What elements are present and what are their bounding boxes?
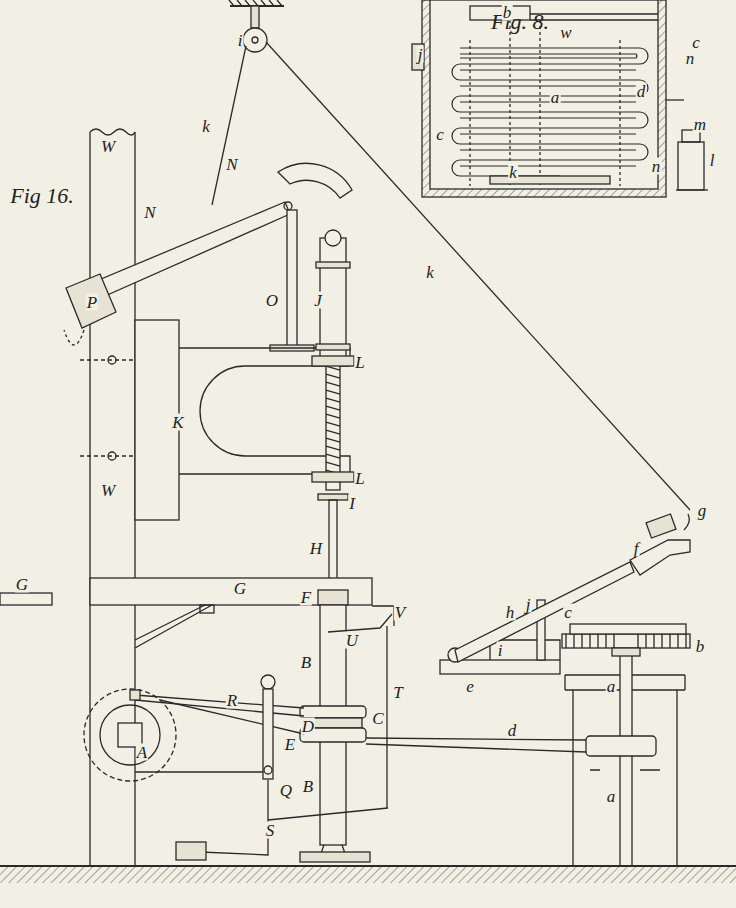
part-letter: J [313, 292, 323, 309]
part-letter: C [371, 710, 384, 727]
part-letter: L [354, 354, 365, 371]
part-letter: D [301, 718, 315, 735]
part-letter: i [497, 642, 504, 659]
part-letter: L [354, 470, 365, 487]
part-letter: c [691, 34, 701, 51]
part-letter: j [417, 46, 424, 63]
part-letter: k [425, 264, 435, 281]
part-letter: G [233, 580, 247, 597]
part-letter: n [685, 50, 696, 67]
part-letter: H [309, 540, 323, 557]
part-letter: B [302, 778, 314, 795]
part-letter: f [633, 540, 640, 557]
part-letter: k [201, 118, 211, 135]
part-letter: F [300, 589, 312, 606]
part-letter: Q [279, 782, 293, 799]
part-letter: i [237, 32, 244, 49]
part-letter: m [693, 116, 707, 133]
figure-title: Fig 16. [9, 185, 75, 207]
part-letter: d [636, 83, 647, 100]
part-letter: K [171, 414, 184, 431]
part-letter: V [394, 604, 406, 621]
part-letter: E [284, 736, 296, 753]
part-letter: c [563, 604, 573, 621]
part-letter: l [709, 152, 716, 169]
part-letter: R [226, 692, 238, 709]
part-letter: e [465, 678, 475, 695]
part-letter: c [435, 126, 445, 143]
part-letter: b [695, 638, 706, 655]
part-letter: S [265, 822, 276, 839]
part-letter: a [606, 678, 617, 695]
part-letter: N [143, 204, 156, 221]
part-letter: N [225, 156, 238, 173]
part-letter: d [507, 722, 518, 739]
part-letter: W [100, 138, 116, 155]
part-letter: w [559, 24, 572, 41]
part-letter: B [300, 654, 312, 671]
part-letter: I [348, 495, 356, 512]
part-letter: A [136, 744, 148, 761]
part-letter: G [15, 576, 29, 593]
part-letter: n [651, 158, 662, 175]
part-letter: P [86, 294, 98, 311]
part-letter: g [697, 502, 708, 519]
part-letter: a [606, 788, 617, 805]
part-letter: k [508, 164, 518, 181]
part-letter: b [502, 4, 513, 21]
part-letter: O [265, 292, 279, 309]
part-letter: j [525, 596, 532, 613]
part-letter: a [550, 89, 561, 106]
part-letter: T [392, 684, 403, 701]
figure-title: Fig. 8. [490, 11, 550, 33]
part-letter: U [345, 632, 359, 649]
part-letter: h [505, 604, 516, 621]
part-letter: W [100, 482, 116, 499]
